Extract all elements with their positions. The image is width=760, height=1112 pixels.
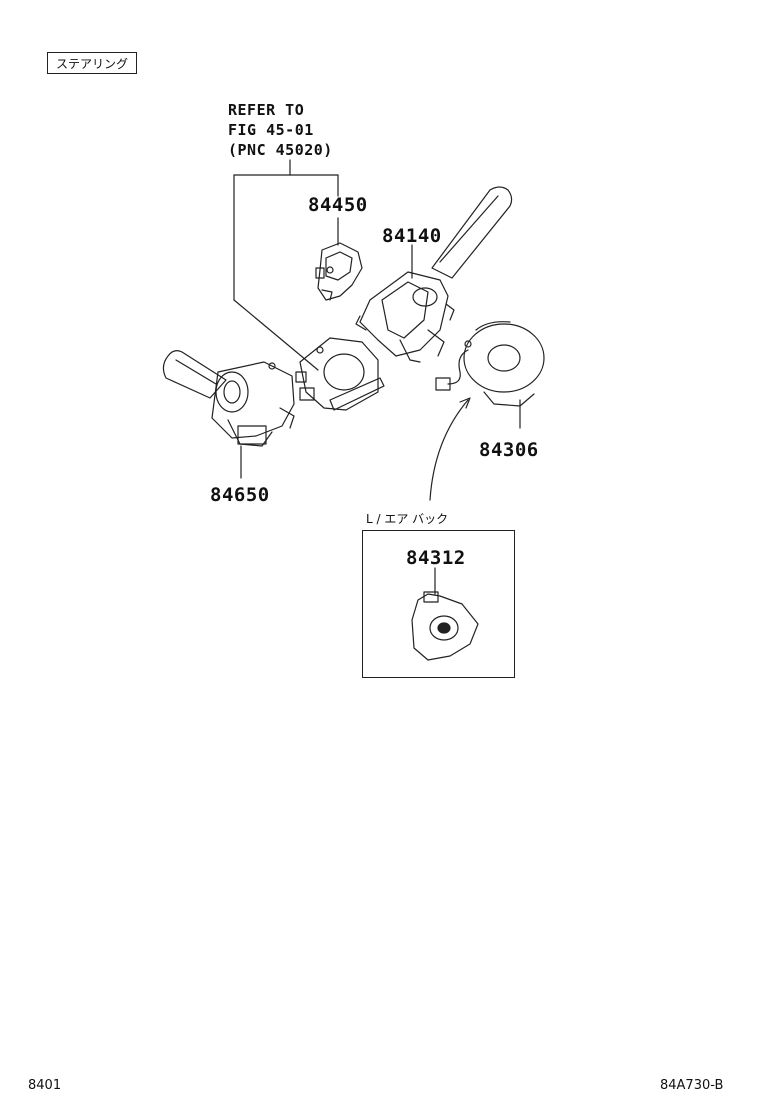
part-84450-switch-drawing — [315, 217, 363, 301]
refer-bracket-lines — [233, 159, 339, 371]
part-84306-spiral-cable-drawing — [435, 321, 545, 429]
page-number: 8401 — [28, 1078, 62, 1093]
refer-note: REFER TO FIG 45-01 (PNC 45020) — [228, 100, 333, 160]
section-tag: ステアリング — [47, 52, 137, 74]
part-number-84306[interactable]: 84306 — [479, 439, 539, 461]
part-number-84312[interactable]: 84312 — [406, 547, 466, 569]
inset-label: L / エア バック — [366, 512, 449, 526]
part-84140-lever-drawing — [355, 186, 513, 363]
part-number-84140[interactable]: 84140 — [382, 225, 442, 247]
arrow-to-inset — [429, 397, 471, 501]
column-switch-body-drawing — [295, 337, 385, 411]
part-number-84450[interactable]: 84450 — [308, 194, 368, 216]
part-number-84650[interactable]: 84650 — [210, 484, 270, 506]
inset-frame — [362, 530, 515, 678]
refer-note-line2: FIG 45-01 — [228, 121, 314, 139]
figure-code: 84A730-B — [660, 1078, 724, 1093]
refer-note-line3: (PNC 45020) — [228, 141, 333, 159]
part-84650-lever-drawing — [162, 350, 295, 479]
part-84312-drawing — [411, 567, 479, 661]
refer-note-line1: REFER TO — [228, 101, 305, 119]
